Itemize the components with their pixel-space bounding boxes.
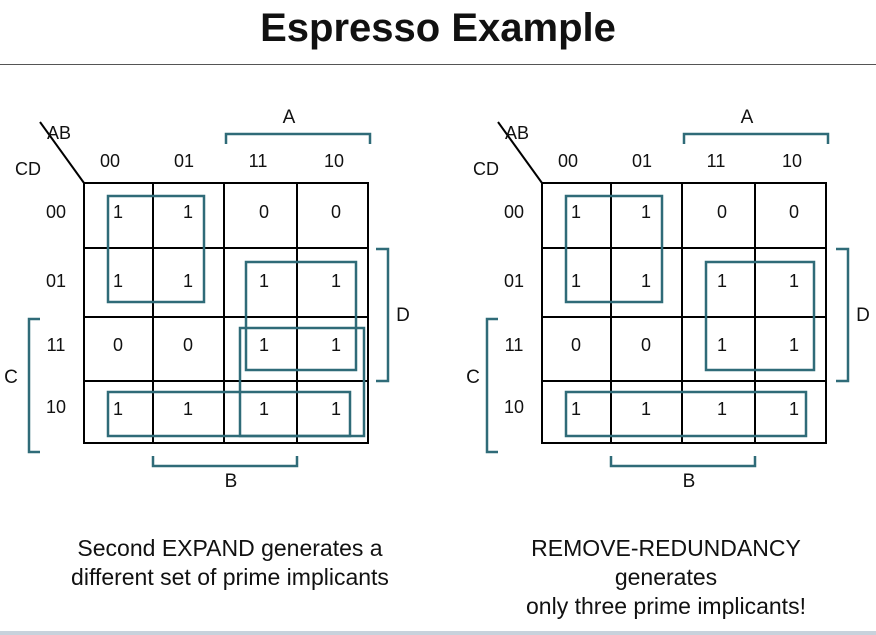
cell-value: 1 <box>331 271 341 291</box>
cell-value: 1 <box>183 202 193 222</box>
col-label: 11 <box>707 151 726 171</box>
bracket-a-label: A <box>741 107 754 128</box>
col-var-header: CD <box>473 159 499 179</box>
bracket-c <box>27 317 40 454</box>
cell-value: 1 <box>641 271 651 291</box>
cell-value: 1 <box>571 202 581 222</box>
row-label: 10 <box>504 397 524 417</box>
bracket-d-label: D <box>856 305 870 326</box>
cell-value: 0 <box>641 335 651 355</box>
cell-value: 1 <box>641 202 651 222</box>
cell-value: 1 <box>183 399 193 419</box>
implicant-loop <box>564 194 664 304</box>
row-label: 00 <box>504 202 524 222</box>
col-label: 00 <box>100 151 120 171</box>
cell-value: 0 <box>183 335 193 355</box>
col-label: 00 <box>558 151 578 171</box>
row-label: 01 <box>504 271 524 291</box>
implicant-loop <box>106 194 206 304</box>
caption-line: only three prime implicants! <box>526 593 806 619</box>
caption-right: REMOVE-REDUNDANCY generates only three p… <box>466 534 866 621</box>
header-diagonal <box>39 121 85 184</box>
title-divider <box>0 64 876 65</box>
cell-value: 0 <box>571 335 581 355</box>
cell-value: 0 <box>113 335 123 355</box>
cell-value: 0 <box>789 202 799 222</box>
cell-value: 1 <box>641 399 651 419</box>
row-var-header: AB <box>47 123 71 143</box>
bottom-divider <box>0 631 876 635</box>
bracket-a <box>224 132 372 144</box>
col-var-header: CD <box>15 159 41 179</box>
row-var-header: AB <box>505 123 529 143</box>
cell-value: 1 <box>717 271 727 291</box>
cell-value: 1 <box>789 335 799 355</box>
caption-line: generates <box>614 564 718 590</box>
implicant-loop <box>564 390 808 438</box>
implicant-loop <box>704 260 816 372</box>
cell-value: 1 <box>331 335 341 355</box>
col-label: 10 <box>782 151 802 171</box>
bracket-b <box>151 456 299 468</box>
cell-value: 1 <box>571 399 581 419</box>
cell-value: 1 <box>183 271 193 291</box>
caption-line: different set of prime implicants <box>71 564 389 590</box>
row-label: 11 <box>47 335 66 355</box>
col-label: 01 <box>632 151 652 171</box>
kmap-grid-border <box>541 182 827 444</box>
bracket-d <box>376 247 390 383</box>
cell-value: 1 <box>717 335 727 355</box>
cell-value: 1 <box>717 399 727 419</box>
implicant-loop <box>106 390 352 438</box>
kmap-left: AB CD 00 01 11 10 00 01 11 10 1 1 0 0 1 … <box>4 107 410 492</box>
cell-value: 1 <box>259 335 269 355</box>
bracket-a <box>682 132 830 144</box>
row-label: 01 <box>46 271 66 291</box>
cell-value: 1 <box>113 202 123 222</box>
cell-value: 1 <box>113 399 123 419</box>
row-label: 10 <box>46 397 66 417</box>
caption-line: REMOVE-REDUNDANCY <box>531 535 801 561</box>
bracket-d <box>836 247 850 383</box>
row-label: 11 <box>505 335 524 355</box>
bracket-b <box>609 456 757 468</box>
kmap-right: AB CD 00 01 11 10 00 01 11 10 1 1 0 0 1 … <box>466 107 870 492</box>
col-label: 01 <box>174 151 194 171</box>
kmap-grid-border <box>83 182 369 444</box>
cell-value: 1 <box>259 271 269 291</box>
bracket-c <box>485 317 498 454</box>
row-label: 00 <box>46 202 66 222</box>
bracket-b-label: B <box>225 471 238 492</box>
cell-value: 1 <box>331 399 341 419</box>
caption-line: Second EXPAND generates a <box>77 535 383 561</box>
bracket-d-label: D <box>396 305 410 326</box>
col-label: 11 <box>249 151 268 171</box>
bracket-c-label: C <box>466 367 480 388</box>
cell-value: 1 <box>259 399 269 419</box>
implicant-loop <box>244 260 358 372</box>
caption-left: Second EXPAND generates a different set … <box>10 534 450 592</box>
col-label: 10 <box>324 151 344 171</box>
cell-value: 1 <box>113 271 123 291</box>
cell-value: 0 <box>331 202 341 222</box>
cell-value: 1 <box>789 399 799 419</box>
cell-value: 0 <box>259 202 269 222</box>
page-title: Espresso Example <box>260 6 616 50</box>
bracket-c-label: C <box>4 367 18 388</box>
cell-value: 1 <box>571 271 581 291</box>
cell-value: 0 <box>717 202 727 222</box>
bracket-b-label: B <box>683 471 696 492</box>
header-diagonal <box>497 121 543 184</box>
cell-value: 1 <box>789 271 799 291</box>
bracket-a-label: A <box>283 107 296 128</box>
